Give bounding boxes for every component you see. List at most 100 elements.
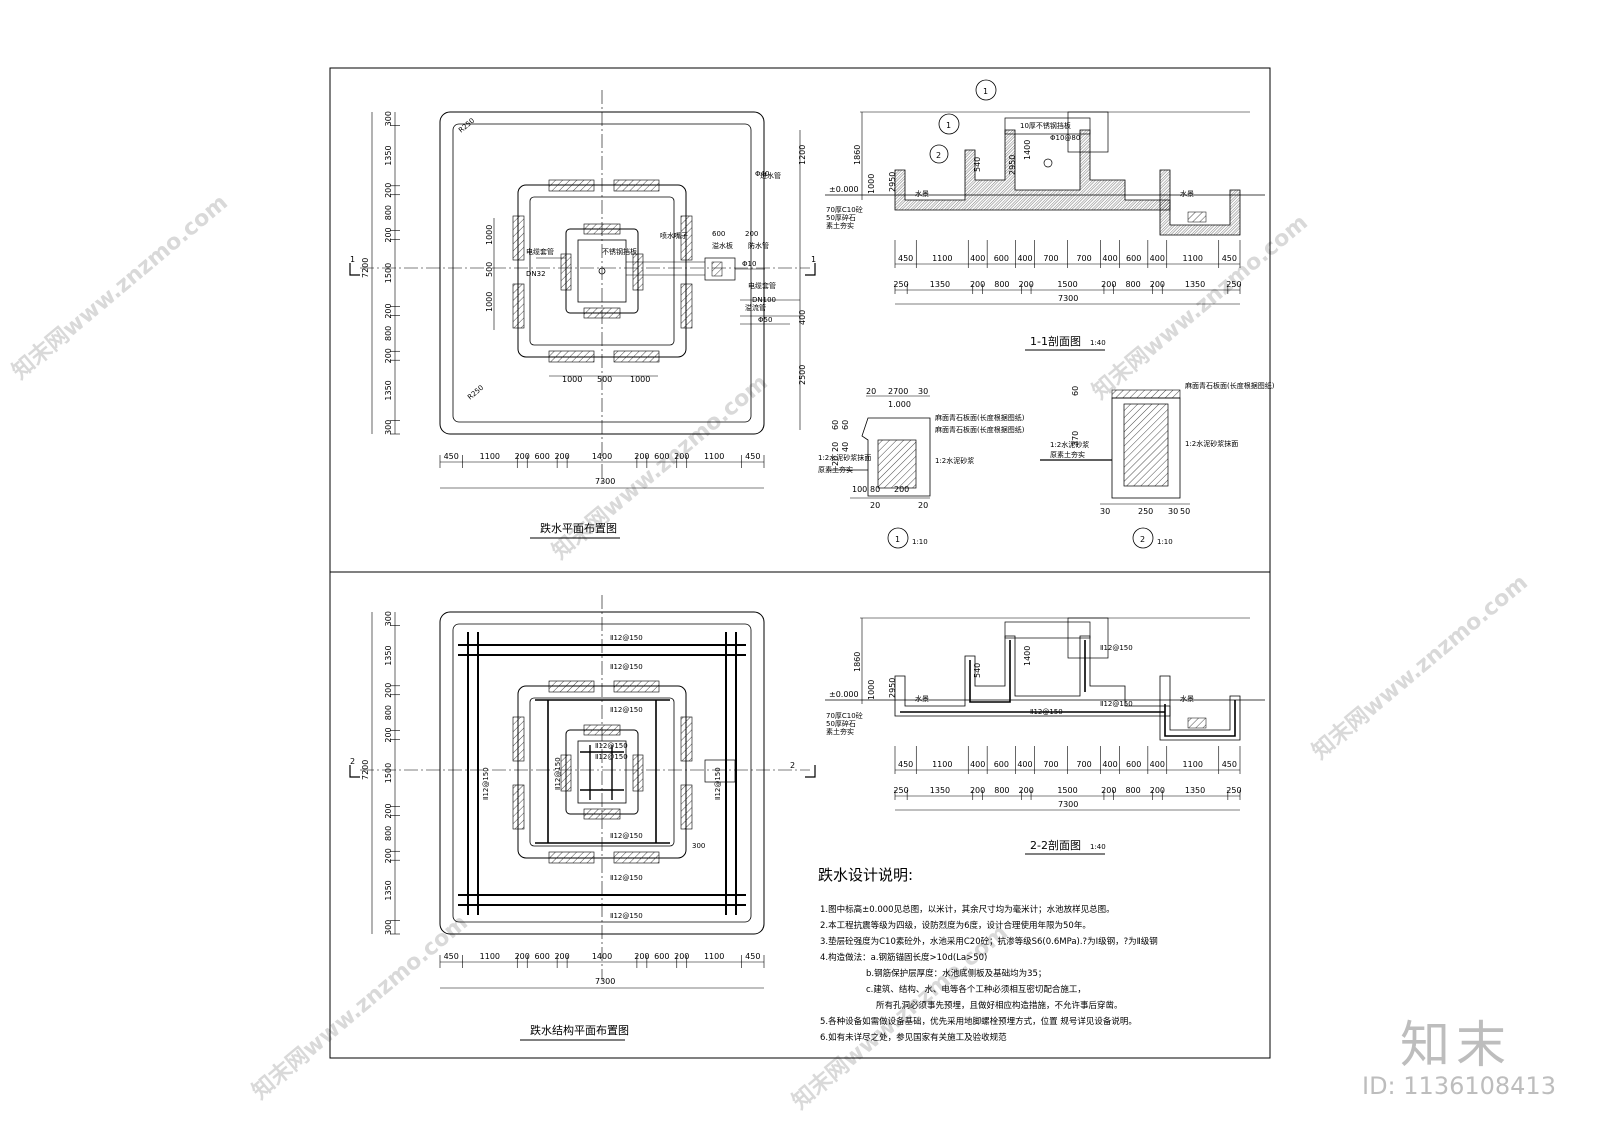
watermark-text: 知末网www.znzmo.com — [247, 909, 473, 1104]
sec2-mdim-label: 1350 — [930, 786, 950, 795]
watermark-text: 知末网www.znzmo.com — [1307, 569, 1533, 764]
plan-dim-label: 200 — [674, 452, 689, 461]
plan-vdim-label: 300 — [384, 420, 393, 435]
sec2-elev: ±0.000 — [829, 690, 859, 699]
sec2-total: 7300 — [1058, 800, 1078, 809]
d2-label-i: 原素土夯实 — [1050, 450, 1085, 459]
struct-dim-label: 1400 — [592, 952, 612, 961]
d1-bot2-20b: 20 — [918, 501, 928, 510]
d1-bot-100: 100 — [852, 485, 867, 494]
d1-label-c: 1:2水泥砂浆 — [935, 456, 974, 465]
design-notes: 跌水设计说明: 1.图中标高±0.000见总图，以米计，其余尺寸均为毫米计；水池… — [818, 866, 1158, 1043]
sec1-h-1400: 1400 — [1023, 140, 1032, 160]
plan-vdim-label: 1500 — [384, 263, 393, 283]
sec2-dim-label: 450 — [1222, 760, 1237, 769]
sec1-dim-label: 1100 — [932, 254, 952, 263]
sec2-dim-label: 1100 — [932, 760, 952, 769]
sec2-mdim-label: 800 — [994, 786, 1009, 795]
struct-vdim-label: 300 — [384, 611, 393, 626]
plan-vdim-label: 300 — [384, 111, 393, 126]
rebar-label-in2: Ⅱ12@150 — [595, 753, 628, 761]
d2-bot-30: 30 — [1100, 507, 1110, 516]
watermarks: 知末网www.znzmo.com 知末网www.znzmo.com 知末网www… — [7, 189, 1533, 1114]
sec1-total: 7300 — [1058, 294, 1078, 303]
d2-bot-30b: 30 — [1168, 507, 1178, 516]
rebar-label-left: Ⅱ12@150 — [482, 767, 490, 800]
sec1-marker-1a: 1 — [983, 87, 988, 96]
dn100-label: DN100 — [752, 296, 776, 304]
sec2-mdim-label: 250 — [893, 786, 908, 795]
struct-plan: Ⅱ12@150 Ⅱ12@150 Ⅱ12@150 Ⅱ12@150 Ⅱ12@150 … — [349, 595, 816, 1041]
note-line: 3.垫层砼强度为C10素砼外，水池采用C20砼；抗渗等级S6(0.6MPa).?… — [820, 936, 1158, 947]
sec1-mdim-label: 1500 — [1057, 280, 1077, 289]
d2-label-f: 麻面青石板面(长度根据图纸) — [1185, 381, 1275, 390]
det1-mark: 1 — [895, 535, 900, 544]
sheet-frame — [329, 67, 1271, 1059]
plan-dim-label: 600 — [535, 452, 550, 461]
sec2-dim-label: 700 — [1043, 760, 1058, 769]
sec1-mdim-label: 1350 — [930, 280, 950, 289]
d1-label-b: 麻面青石板面(长度根据图纸) — [935, 425, 1025, 434]
sec2-mdim-label: 800 — [1125, 786, 1140, 795]
sec1-gravel: 50厚碎石 — [826, 213, 856, 222]
sec1-mdim-label: 200 — [970, 280, 985, 289]
sec2-mdim-label: 200 — [1101, 786, 1116, 795]
sec1-h-1860: 1860 — [853, 145, 862, 165]
d1-label-e: 原素土夯实 — [818, 465, 853, 474]
plan-dim-label: 200 — [515, 452, 530, 461]
sec1-h-540: 540 — [973, 157, 982, 172]
d1-top-20: 20 — [866, 387, 876, 396]
sec1-mdim-label: 800 — [994, 280, 1009, 289]
notes-heading: 跌水设计说明: — [818, 866, 913, 884]
sec2-gravel: 50厚碎石 — [826, 719, 856, 728]
phi50-label: Φ50 — [758, 316, 772, 324]
sec2-dim-label: 400 — [970, 760, 985, 769]
sec1-water-right: 水景 — [1180, 189, 1194, 198]
d1-left-20b: 20 — [831, 456, 840, 466]
sec1-h-2950b: 2950 — [1008, 155, 1017, 175]
sec2-h-1860: 1860 — [853, 652, 862, 672]
d1-1000: 1.000 — [888, 400, 911, 409]
d1-bot-80: 80 — [870, 485, 880, 494]
fountain-label: 喷水嘴子 — [660, 231, 688, 240]
sec1-soil: 素土夯实 — [826, 221, 854, 230]
sec2-h-540: 540 — [973, 663, 982, 678]
plan-vdim-label: 200 — [384, 227, 393, 242]
small-dim-200: 200 — [745, 230, 758, 238]
struct-vdim-label: 200 — [384, 848, 393, 863]
struct-total: 7300 — [595, 977, 615, 986]
sec1-mdim-label: 200 — [1019, 280, 1034, 289]
d2-bot-250: 250 — [1138, 507, 1153, 516]
sec2-water-right: 水景 — [1180, 694, 1194, 703]
sec2-rebar-a: Ⅱ12@150 — [1100, 644, 1133, 652]
sec1-mdim-label: 200 — [1101, 280, 1116, 289]
right-v-400: 400 — [798, 310, 807, 325]
struct-vdim-label: 1350 — [384, 880, 393, 900]
overflow-plate-label: 溢水板 — [712, 241, 733, 250]
note-line: 所有孔洞必须事先预埋，且做好相应构造措施，不允许事后穿凿。 — [876, 1000, 1123, 1011]
cap-label: Φ40 — [755, 170, 769, 178]
sec1-dim-label: 400 — [1102, 254, 1117, 263]
sec2-mdim-label: 250 — [1226, 786, 1241, 795]
sec1-scale: 1:40 — [1090, 339, 1106, 347]
plan-cut-mark-right: 1 — [811, 255, 816, 264]
d1-left-40: 40 — [841, 442, 850, 452]
sec2-h-1400: 1400 — [1023, 646, 1032, 666]
struct-dim-label: 200 — [515, 952, 530, 961]
plan-view: 1 1 R250 R250 电缆套管 DN32 喷水嘴子 不锈钢挡板 溢水板 6… — [349, 90, 816, 539]
note-line: 5.各种设备如需做设备基础，优先采用地脚螺栓预埋方式，位置 规号详见设备说明。 — [820, 1016, 1137, 1027]
sec2-rebar-b: Ⅱ12@150 — [1030, 708, 1063, 716]
watermark-text: 知末网www.znzmo.com — [547, 369, 773, 564]
struct-vdim-label: 300 — [384, 920, 393, 935]
rebar-label-mid2: Ⅱ12@150 — [610, 832, 643, 840]
steel-plate-label: 不锈钢挡板 — [602, 247, 637, 256]
note-line: 1.图中标高±0.000见总图，以米计，其余尺寸均为毫米计；水池放样见总图。 — [820, 904, 1115, 915]
struct-dim-label: 1100 — [704, 952, 724, 961]
lower-1000: 1000 — [562, 375, 582, 384]
plan-vdim-label: 800 — [384, 326, 393, 341]
